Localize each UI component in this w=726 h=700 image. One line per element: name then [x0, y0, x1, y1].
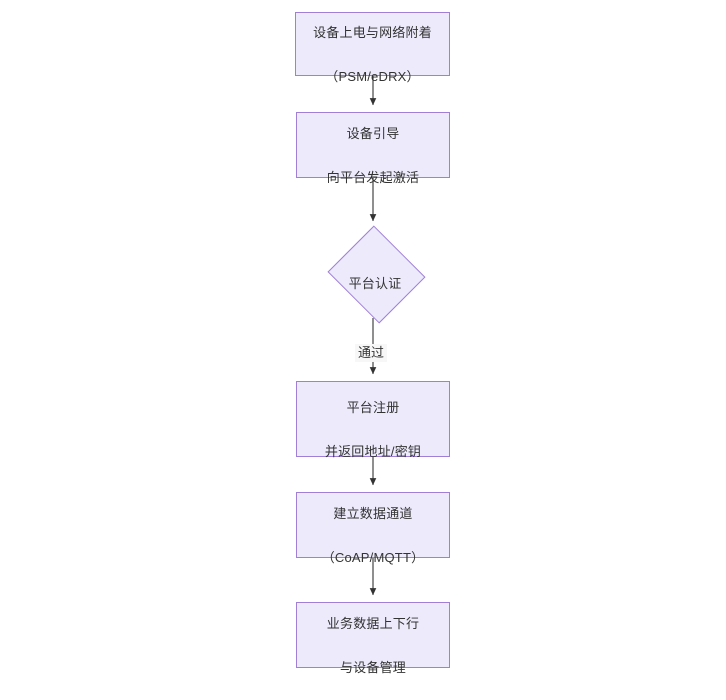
flow-node-label-line2: 向平台发起激活: [326, 170, 420, 185]
flow-node-label: 平台注册 并返回地址/密钥: [325, 375, 421, 463]
flow-node-label-line1: 建立数据通道: [333, 506, 413, 521]
flow-node-label-line2: 并返回地址/密钥: [324, 444, 422, 459]
flow-node-label-line1: 设备上电与网络附着: [313, 25, 432, 40]
flow-node-label: 业务数据上下行 与设备管理: [327, 591, 419, 679]
flow-node-label-line1: 业务数据上下行: [326, 616, 420, 631]
flow-node-label: 平台认证: [349, 251, 402, 295]
flow-node-device-bootstrap[interactable]: 设备引导 向平台发起激活: [296, 112, 450, 185]
flow-node-establish-data-channel[interactable]: 建立数据通道 （CoAP/MQTT）: [296, 492, 450, 565]
flow-node-label: 设备上电与网络附着 （PSM/eDRX）: [313, 0, 432, 88]
flow-node-business-data-and-device-management[interactable]: 业务数据上下行 与设备管理: [296, 602, 450, 675]
flow-node-label-line1: 平台注册: [346, 400, 400, 415]
flow-node-label-line2: 与设备管理: [339, 660, 406, 675]
flow-node-platform-registration[interactable]: 平台注册 并返回地址/密钥: [296, 381, 450, 459]
flow-node-platform-authentication[interactable]: 平台认证: [325, 224, 426, 324]
flow-node-label: 建立数据通道 （CoAP/MQTT）: [322, 481, 425, 569]
flow-node-label-line2: （CoAP/MQTT）: [321, 550, 425, 565]
flow-node-device-power-on[interactable]: 设备上电与网络附着 （PSM/eDRX）: [295, 12, 450, 84]
flow-node-label-line1: 设备引导: [346, 126, 400, 141]
flow-node-label-line1: 平台认证: [348, 276, 402, 291]
edge-label-text: 通过: [358, 345, 385, 360]
flow-node-label-line2: （PSM/eDRX）: [325, 69, 420, 84]
flow-node-label: 设备引导 向平台发起激活: [327, 101, 419, 189]
edge-label-pass: 通过: [355, 344, 388, 362]
